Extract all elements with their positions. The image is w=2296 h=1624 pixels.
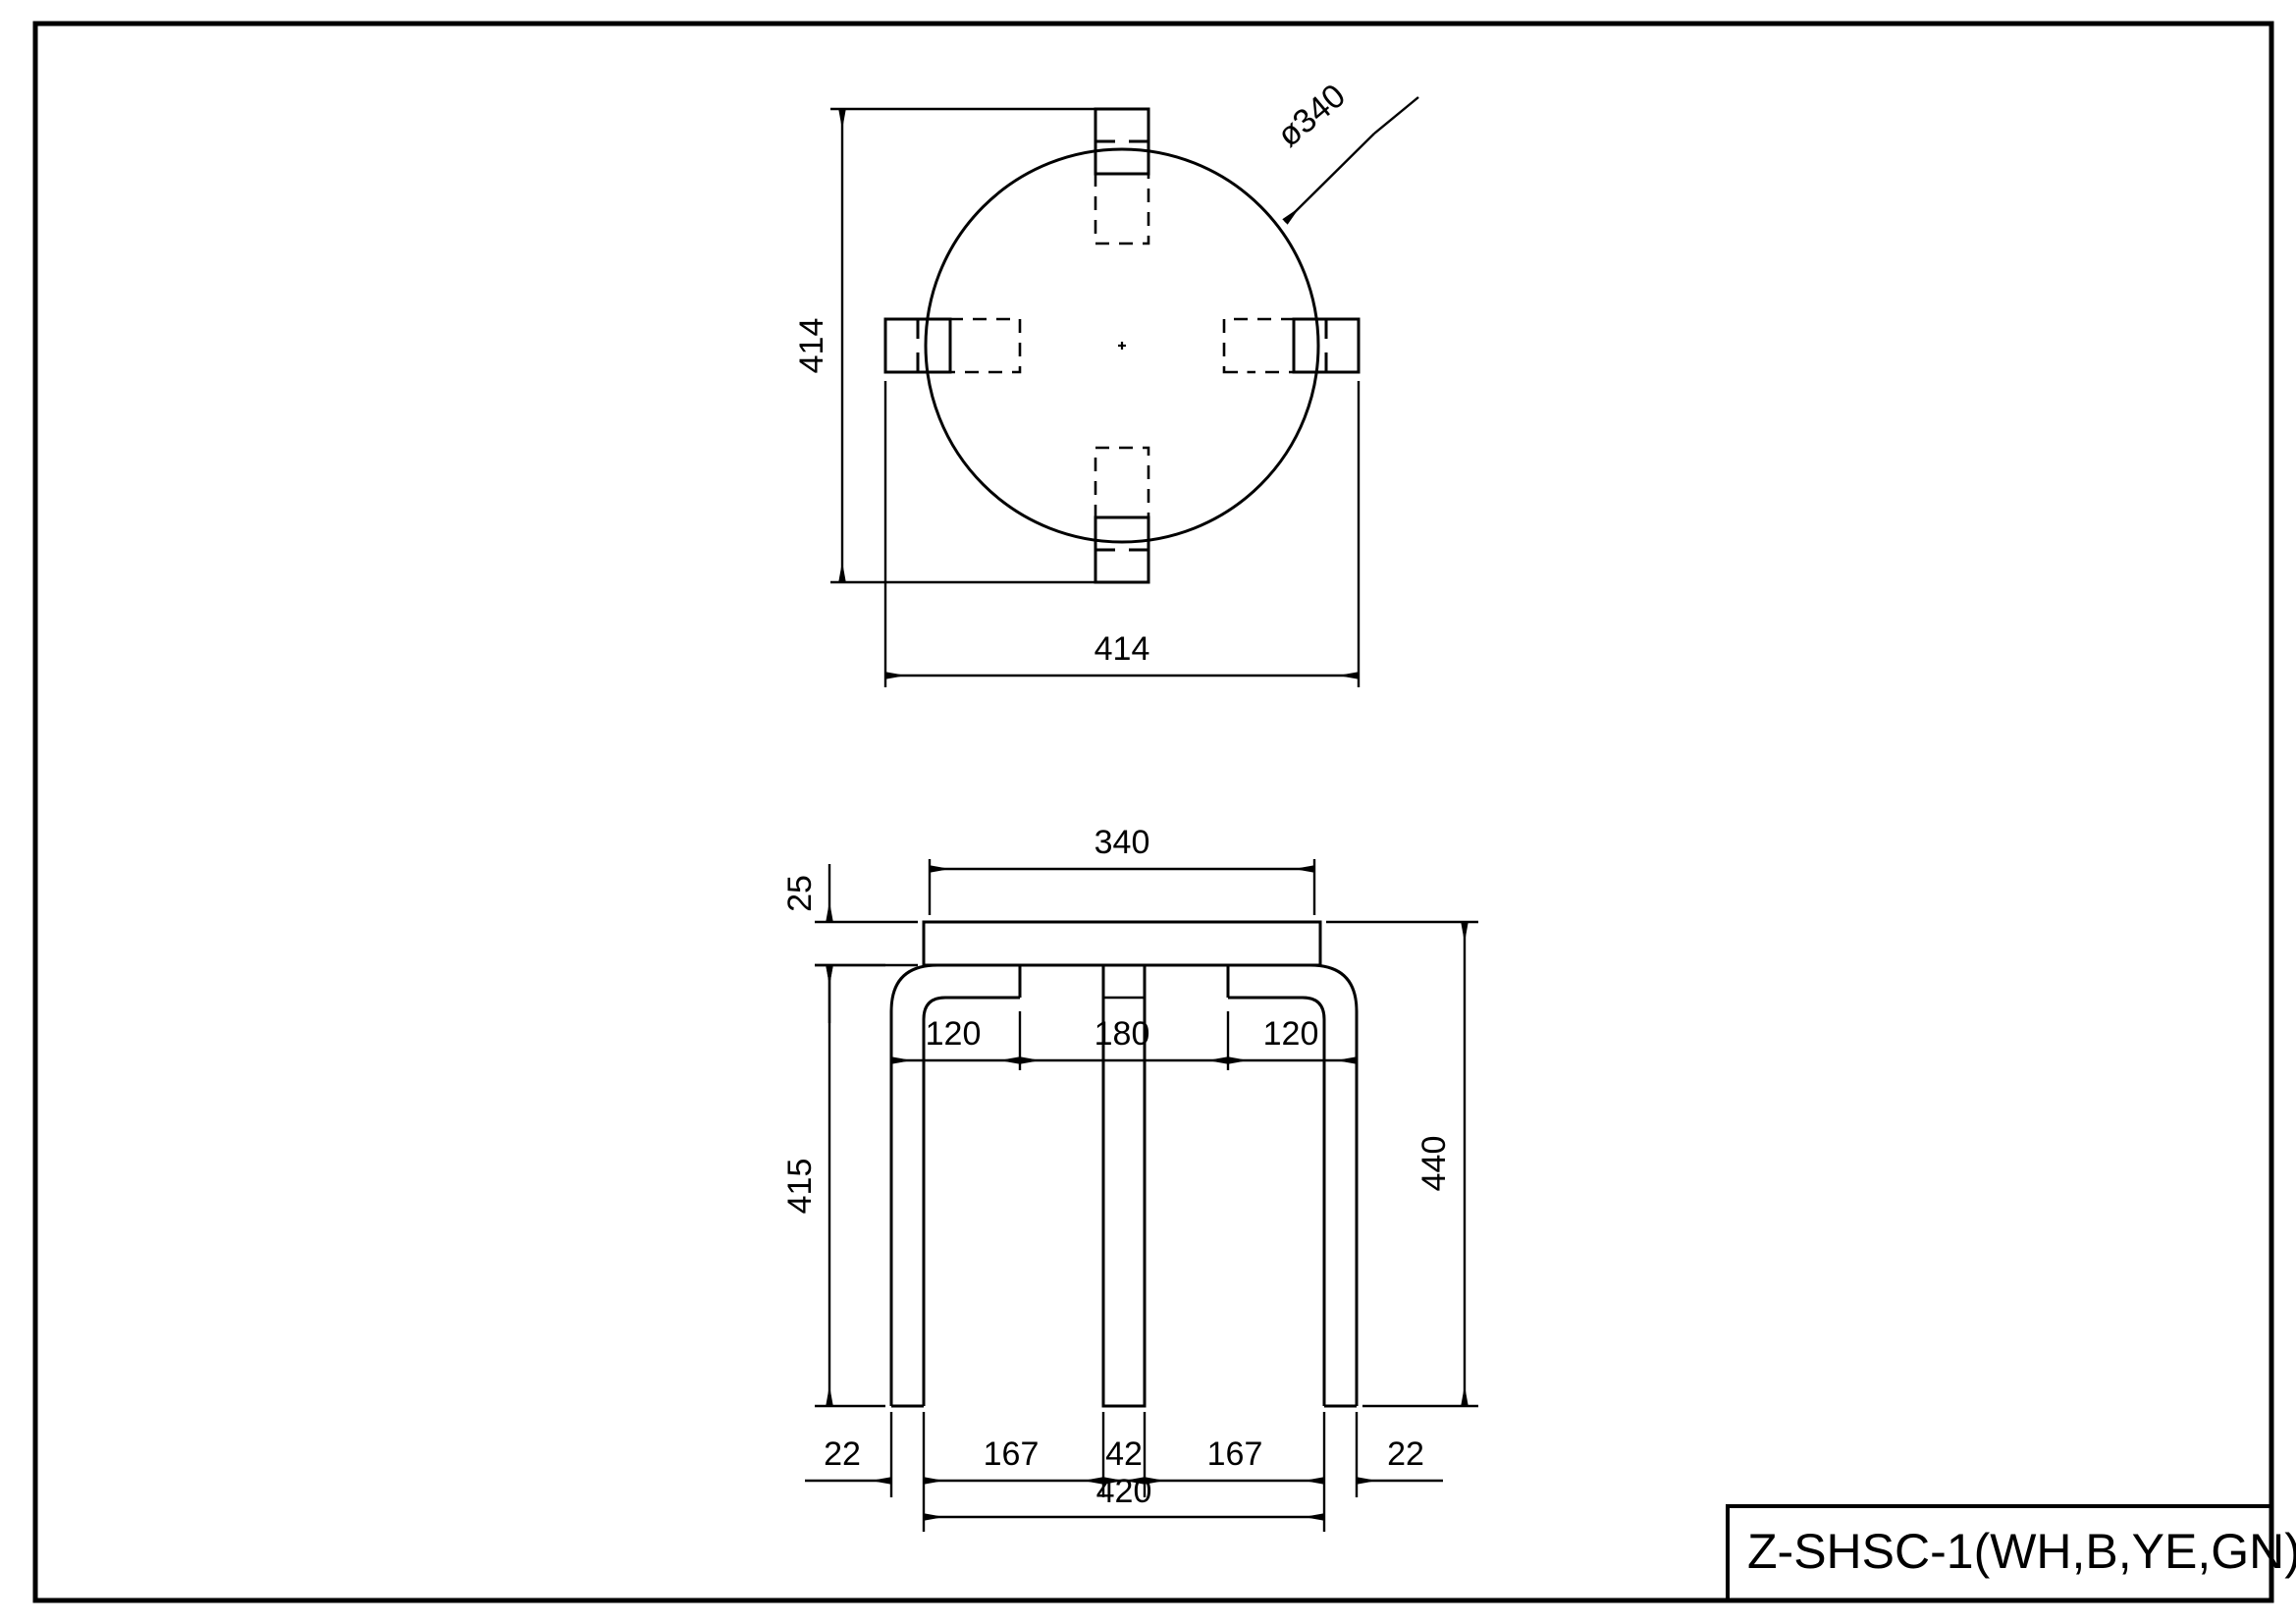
- center-mark: [1118, 342, 1126, 350]
- dim-label-front-120-right: 120: [1263, 1015, 1319, 1053]
- dim-label-front-415: 415: [781, 1159, 819, 1215]
- leg-right-inner: [1228, 996, 1326, 1406]
- front-view-group: 25 340 120: [781, 824, 1478, 1532]
- seat-circle-outline: [924, 147, 1320, 544]
- dim-diameter-340: ø340: [1270, 77, 1419, 225]
- leg-tab-bottom: [1094, 446, 1150, 584]
- dim-front-120-180-120: 120 180 120: [889, 982, 1359, 1406]
- sheet-border: [32, 21, 2274, 1603]
- leg-left-outer: [889, 963, 1020, 1406]
- dim-label-top-414-h: 414: [1095, 630, 1150, 668]
- top-view-group: ø340 414 414: [793, 77, 1419, 687]
- dim-label-top-414-v: 414: [793, 318, 830, 374]
- dim-label-front-25: 25: [781, 875, 819, 912]
- title-block: Z-SHSC-1(WH,B,YE,GN): [1726, 1504, 2296, 1602]
- dim-label-d340: ø340: [1270, 77, 1353, 154]
- dim-front-420: 420: [924, 1473, 1324, 1521]
- leg-left-inner: [922, 996, 1020, 1406]
- title-block-part-number: Z-SHSC-1(WH,B,YE,GN): [1747, 1524, 2296, 1579]
- dim-label-front-120-left: 120: [926, 1015, 982, 1053]
- dim-front-415: 415: [781, 963, 885, 1408]
- dim-label-front-420: 420: [1096, 1473, 1152, 1510]
- leg-center: [1101, 965, 1147, 1408]
- dim-front-440: 440: [1326, 920, 1478, 1408]
- dim-label-front-180: 180: [1095, 1015, 1150, 1053]
- dim-label-front-22-right: 22: [1387, 1435, 1424, 1473]
- dim-top-414-vertical: 414: [793, 107, 1113, 584]
- dim-front-25: 25: [781, 864, 918, 1023]
- dim-top-414-horizontal: 414: [883, 381, 1361, 687]
- dim-label-front-340: 340: [1095, 824, 1150, 861]
- dim-label-front-42: 42: [1105, 1435, 1143, 1473]
- dim-label-front-167-right: 167: [1207, 1435, 1263, 1473]
- dim-label-front-440: 440: [1415, 1136, 1453, 1192]
- title-block-frame: [1726, 1504, 2273, 1602]
- leg-right-outer: [1228, 963, 1359, 1406]
- leg-tab-left: [883, 317, 1022, 374]
- leg-tab-top: [1094, 107, 1150, 245]
- dim-front-340: 340: [928, 824, 1316, 915]
- dim-label-front-167-left: 167: [984, 1435, 1040, 1473]
- dim-front-foot-chain: 22 167 42 167 22: [805, 1412, 1443, 1532]
- seat-plate: [922, 920, 1322, 967]
- dim-label-front-22-left: 22: [824, 1435, 861, 1473]
- leg-tab-right: [1222, 317, 1361, 374]
